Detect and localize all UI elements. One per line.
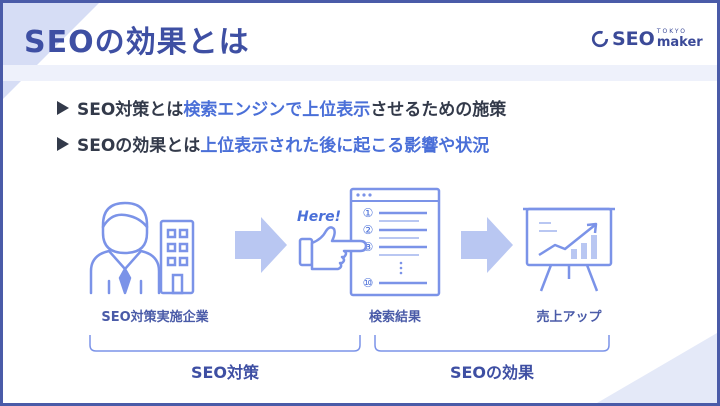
bullet-seo-definition: SEO対策とは検索エンジンで上位表示させるための施策 <box>57 95 506 120</box>
rank-label-1: ① <box>363 206 374 220</box>
here-label: Here! <box>297 209 341 225</box>
rank-label-3: ③ <box>363 240 374 254</box>
bullet-suffix: させるための施策 <box>370 100 507 120</box>
corner-decoration-bottom <box>597 333 717 403</box>
rank-label-2: ② <box>363 223 374 237</box>
pointing-hand-icon <box>298 226 368 271</box>
logo: SEO TOKYO maker <box>591 24 703 54</box>
logo-text: SEO <box>612 28 655 50</box>
logo-maker: maker <box>656 35 703 50</box>
logo-ring-icon <box>591 30 609 48</box>
triangle-bullet-icon <box>57 100 69 115</box>
bullet-highlight: 上位表示された後に起こる影響や状況 <box>200 136 490 156</box>
company-person-icon <box>89 201 161 295</box>
label-seo-taisaku: SEO対策 <box>190 363 260 382</box>
arrow-right-icon <box>461 217 513 273</box>
caption-search-results: 検索結果 <box>368 310 422 325</box>
rank-label-10: ⑩ <box>363 276 374 290</box>
triangle-bullet-icon <box>57 136 69 151</box>
title-underline-band <box>3 65 717 81</box>
bullet-highlight: 検索エンジンで上位表示 <box>183 100 371 120</box>
logo-sub: TOKYO maker <box>656 28 703 50</box>
bullet-prefix: SEO対策とは <box>77 100 184 120</box>
bullet-prefix: SEOの効果とは <box>77 136 201 156</box>
growth-chart-board-icon <box>523 207 615 292</box>
building-icon <box>159 219 195 295</box>
logo-tokyo: TOKYO <box>656 28 687 35</box>
page-title: SEOの効果とは <box>24 25 250 60</box>
bullet-seo-effect: SEOの効果とは上位表示された後に起こる影響や状況 <box>57 131 489 156</box>
caption-company: SEO対策実施企業 <box>101 310 209 325</box>
arrow-right-icon <box>235 217 287 273</box>
corner-decoration <box>3 3 99 99</box>
label-seo-effect: SEOの効果 <box>449 363 535 382</box>
flow-diagram: ① ② ③ ⑩ Here! <box>89 187 615 352</box>
caption-sales-up: 売上アップ <box>536 310 602 325</box>
bracket-seo-effect <box>374 335 610 352</box>
bracket-seo-taisaku <box>89 335 361 352</box>
